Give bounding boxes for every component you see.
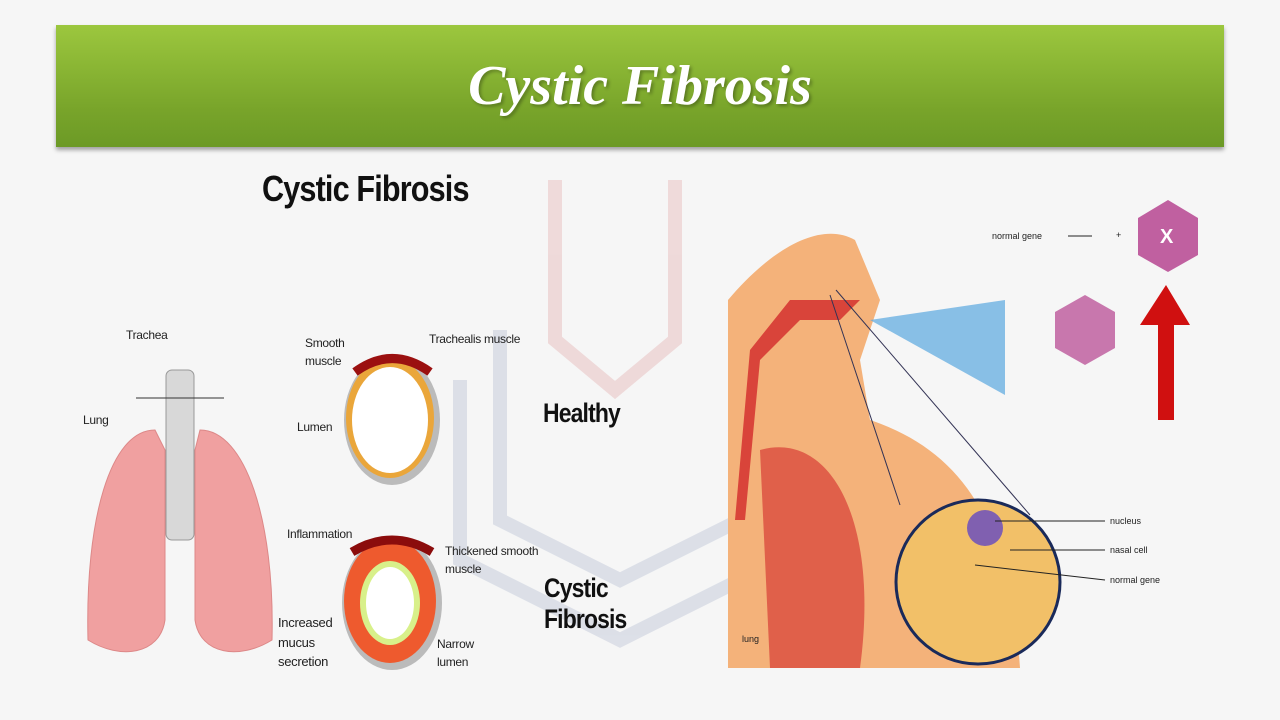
label-cystic-fibrosis: Cystic Fibrosis xyxy=(544,573,627,635)
label-mucus: Increased mucus secretion xyxy=(278,615,333,669)
label-healthy: Healthy xyxy=(543,398,621,428)
plus-sign: + xyxy=(1116,230,1122,240)
label-lung-right: lung xyxy=(742,634,760,644)
anatomy-illustration xyxy=(728,200,1198,668)
label-lung: Lung xyxy=(83,413,109,427)
x-mark: X xyxy=(1160,226,1174,248)
label-trachea: Trachea xyxy=(126,328,168,342)
label-nasal-cell: nasal cell xyxy=(1110,545,1148,555)
label-inflammation: Inflammation xyxy=(287,527,353,541)
label-nucleus: nucleus xyxy=(1110,516,1142,526)
label-smooth-muscle: Smooth muscle xyxy=(305,336,345,368)
label-lumen: Lumen xyxy=(297,420,333,434)
cf-airway xyxy=(342,535,442,670)
label-thickened: Thickened smooth muscle xyxy=(445,544,539,576)
label-trachealis: Trachealis muscle xyxy=(429,332,521,346)
slide-title: Cystic Fibrosis xyxy=(468,55,812,117)
label-normal-gene-2: normal gene xyxy=(1110,575,1161,585)
healthy-airway xyxy=(344,354,440,485)
up-arrow-icon xyxy=(1140,285,1190,420)
figure-heading: Cystic Fibrosis xyxy=(262,168,469,209)
lungs-illustration xyxy=(87,369,273,653)
label-narrow-lumen: Narrow lumen xyxy=(437,637,474,669)
title-banner: Cystic Fibrosis xyxy=(56,25,1224,147)
label-normal-gene: normal gene xyxy=(992,231,1043,241)
